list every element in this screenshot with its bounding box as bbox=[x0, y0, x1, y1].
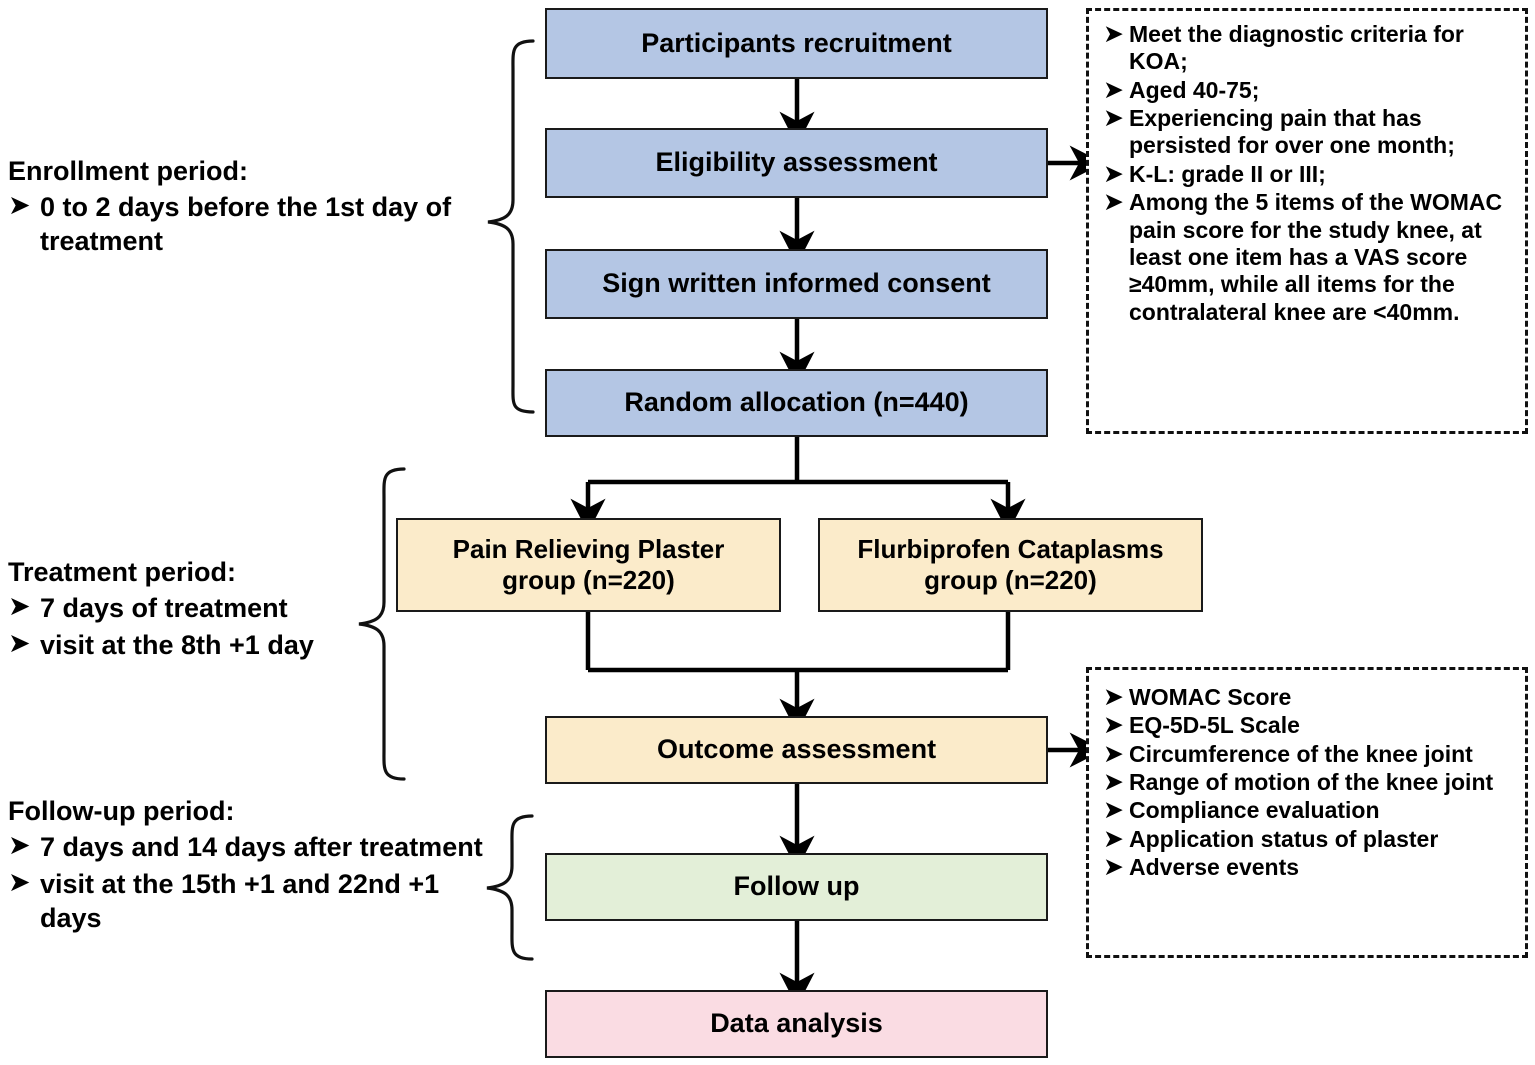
bullet-arrow-icon: ➤ bbox=[1103, 20, 1124, 48]
treatment-period-item-text: 7 days of treatment bbox=[40, 593, 288, 624]
bullet-arrow-icon: ➤ bbox=[1103, 711, 1124, 740]
node-outcome-assessment[interactable]: Outcome assessment bbox=[545, 716, 1048, 784]
brace-treatment bbox=[358, 467, 406, 781]
enrollment-period-label: Enrollment period: ➤ 0 to 2 days before … bbox=[8, 155, 478, 262]
criteria-text: Experiencing pain that has persisted for… bbox=[1129, 105, 1455, 159]
criteria-item: ➤ Aged 40-75; bbox=[1103, 75, 1517, 104]
criteria-text: K-L: grade II or III; bbox=[1129, 160, 1326, 187]
criteria-item: ➤ Among the 5 items of the WOMAC pain sc… bbox=[1103, 189, 1517, 326]
outcome-item: ➤ Adverse events bbox=[1103, 854, 1517, 881]
outcome-text: Circumference of the knee joint bbox=[1129, 740, 1473, 767]
bullet-arrow-icon: ➤ bbox=[1103, 824, 1124, 853]
followup-period-item-text: visit at the 15th +1 and 22nd +1 days bbox=[40, 869, 440, 933]
followup-period-item-text: 7 days and 14 days after treatment bbox=[40, 832, 483, 863]
node-informed-consent[interactable]: Sign written informed consent bbox=[545, 249, 1048, 319]
treatment-period-item: ➤ visit at the 8th +1 day bbox=[8, 629, 353, 663]
bullet-arrow-icon: ➤ bbox=[8, 190, 31, 221]
criteria-text: Aged 40-75; bbox=[1129, 76, 1260, 103]
outcome-text: WOMAC Score bbox=[1129, 684, 1292, 710]
node-label: Outcome assessment bbox=[656, 734, 937, 765]
followup-period-item: ➤ 7 days and 14 days after treatment bbox=[8, 831, 486, 865]
treatment-period-item-text: visit at the 8th +1 day bbox=[40, 630, 314, 661]
bullet-arrow-icon: ➤ bbox=[1103, 159, 1124, 188]
inclusion-criteria-list: ➤ Meet the diagnostic criteria for KOA; … bbox=[1103, 21, 1517, 327]
bullet-arrow-icon: ➤ bbox=[8, 591, 31, 622]
bullet-arrow-icon: ➤ bbox=[8, 628, 31, 659]
bullet-arrow-icon: ➤ bbox=[1103, 75, 1124, 104]
criteria-item: ➤ Meet the diagnostic criteria for KOA; bbox=[1103, 21, 1517, 76]
outcome-item: ➤ WOMAC Score bbox=[1103, 684, 1517, 711]
node-label-line2: group (n=220) bbox=[502, 565, 675, 595]
outcome-item: ➤ Application status of plaster bbox=[1103, 826, 1517, 853]
node-label: Eligibility assessment bbox=[655, 147, 938, 178]
bullet-arrow-icon: ➤ bbox=[1103, 739, 1124, 768]
followup-period-label: Follow-up period: ➤ 7 days and 14 days a… bbox=[8, 795, 486, 939]
followup-period-title: Follow-up period: bbox=[8, 796, 235, 826]
treatment-period-item: ➤ 7 days of treatment bbox=[8, 592, 353, 626]
bullet-arrow-icon: ➤ bbox=[1103, 853, 1124, 882]
bullet-arrow-icon: ➤ bbox=[1103, 683, 1124, 711]
outcome-measures-list: ➤ WOMAC Score ➤ EQ-5D-5L Scale ➤ Circumf… bbox=[1103, 684, 1517, 883]
criteria-text: Meet the diagnostic criteria for KOA; bbox=[1129, 21, 1464, 75]
outcome-item: ➤ EQ-5D-5L Scale bbox=[1103, 712, 1517, 739]
followup-period-item: ➤ visit at the 15th +1 and 22nd +1 days bbox=[8, 868, 486, 936]
brace-followup bbox=[486, 814, 534, 961]
node-label: Follow up bbox=[733, 871, 860, 902]
outcome-item: ➤ Compliance evaluation bbox=[1103, 797, 1517, 824]
node-random-allocation[interactable]: Random allocation (n=440) bbox=[545, 369, 1048, 437]
bullet-arrow-icon: ➤ bbox=[1103, 104, 1124, 133]
outcome-measures-panel: ➤ WOMAC Score ➤ EQ-5D-5L Scale ➤ Circumf… bbox=[1086, 667, 1528, 958]
node-participants-recruitment[interactable]: Participants recruitment bbox=[545, 8, 1048, 79]
node-follow-up[interactable]: Follow up bbox=[545, 853, 1048, 921]
node-label: Data analysis bbox=[710, 1008, 883, 1039]
node-pain-relieving-plaster-group[interactable]: Pain Relieving Plaster group (n=220) bbox=[396, 518, 781, 612]
node-label: Participants recruitment bbox=[641, 27, 952, 58]
outcome-text: Range of motion of the knee joint bbox=[1129, 769, 1494, 796]
node-flurbiprofen-cataplasms-group[interactable]: Flurbiprofen Cataplasms group (n=220) bbox=[818, 518, 1203, 612]
criteria-item: ➤ Experiencing pain that has persisted f… bbox=[1103, 105, 1517, 160]
brace-enrollment bbox=[487, 39, 535, 414]
node-label-line1: Pain Relieving Plaster bbox=[452, 534, 725, 565]
node-label-line1: Flurbiprofen Cataplasms bbox=[857, 534, 1164, 565]
outcome-item: ➤ Range of motion of the knee joint bbox=[1103, 769, 1517, 796]
outcome-item: ➤ Circumference of the knee joint bbox=[1103, 739, 1517, 768]
treatment-period-title: Treatment period: bbox=[8, 557, 237, 587]
outcome-text: Compliance evaluation bbox=[1129, 797, 1380, 824]
split-connector bbox=[588, 436, 1008, 485]
criteria-text: Among the 5 items of the WOMAC pain scor… bbox=[1129, 189, 1503, 325]
outcome-text: EQ-5D-5L Scale bbox=[1129, 712, 1300, 739]
enrollment-period-item: ➤ 0 to 2 days before the 1st day of trea… bbox=[8, 191, 478, 259]
node-label: Random allocation (n=440) bbox=[624, 387, 969, 418]
bullet-arrow-icon: ➤ bbox=[1103, 768, 1124, 797]
criteria-item: ➤ K-L: grade II or III; bbox=[1103, 161, 1517, 188]
bullet-arrow-icon: ➤ bbox=[8, 830, 31, 861]
merge-connector bbox=[585, 612, 1011, 673]
enrollment-period-title: Enrollment period: bbox=[8, 156, 249, 186]
outcome-text: Application status of plaster bbox=[1129, 825, 1439, 852]
inclusion-criteria-panel: ➤ Meet the diagnostic criteria for KOA; … bbox=[1086, 8, 1528, 434]
node-label-line2: group (n=220) bbox=[924, 565, 1097, 595]
bullet-arrow-icon: ➤ bbox=[1103, 796, 1124, 825]
treatment-period-label: Treatment period: ➤ 7 days of treatment … bbox=[8, 556, 353, 666]
bullet-arrow-icon: ➤ bbox=[8, 867, 31, 898]
node-data-analysis[interactable]: Data analysis bbox=[545, 990, 1048, 1058]
bullet-arrow-icon: ➤ bbox=[1103, 188, 1124, 217]
outcome-text: Adverse events bbox=[1129, 854, 1300, 881]
node-eligibility-assessment[interactable]: Eligibility assessment bbox=[545, 128, 1048, 198]
enrollment-period-item-text: 0 to 2 days before the 1st day of treatm… bbox=[40, 192, 452, 257]
node-label: Sign written informed consent bbox=[602, 268, 991, 299]
